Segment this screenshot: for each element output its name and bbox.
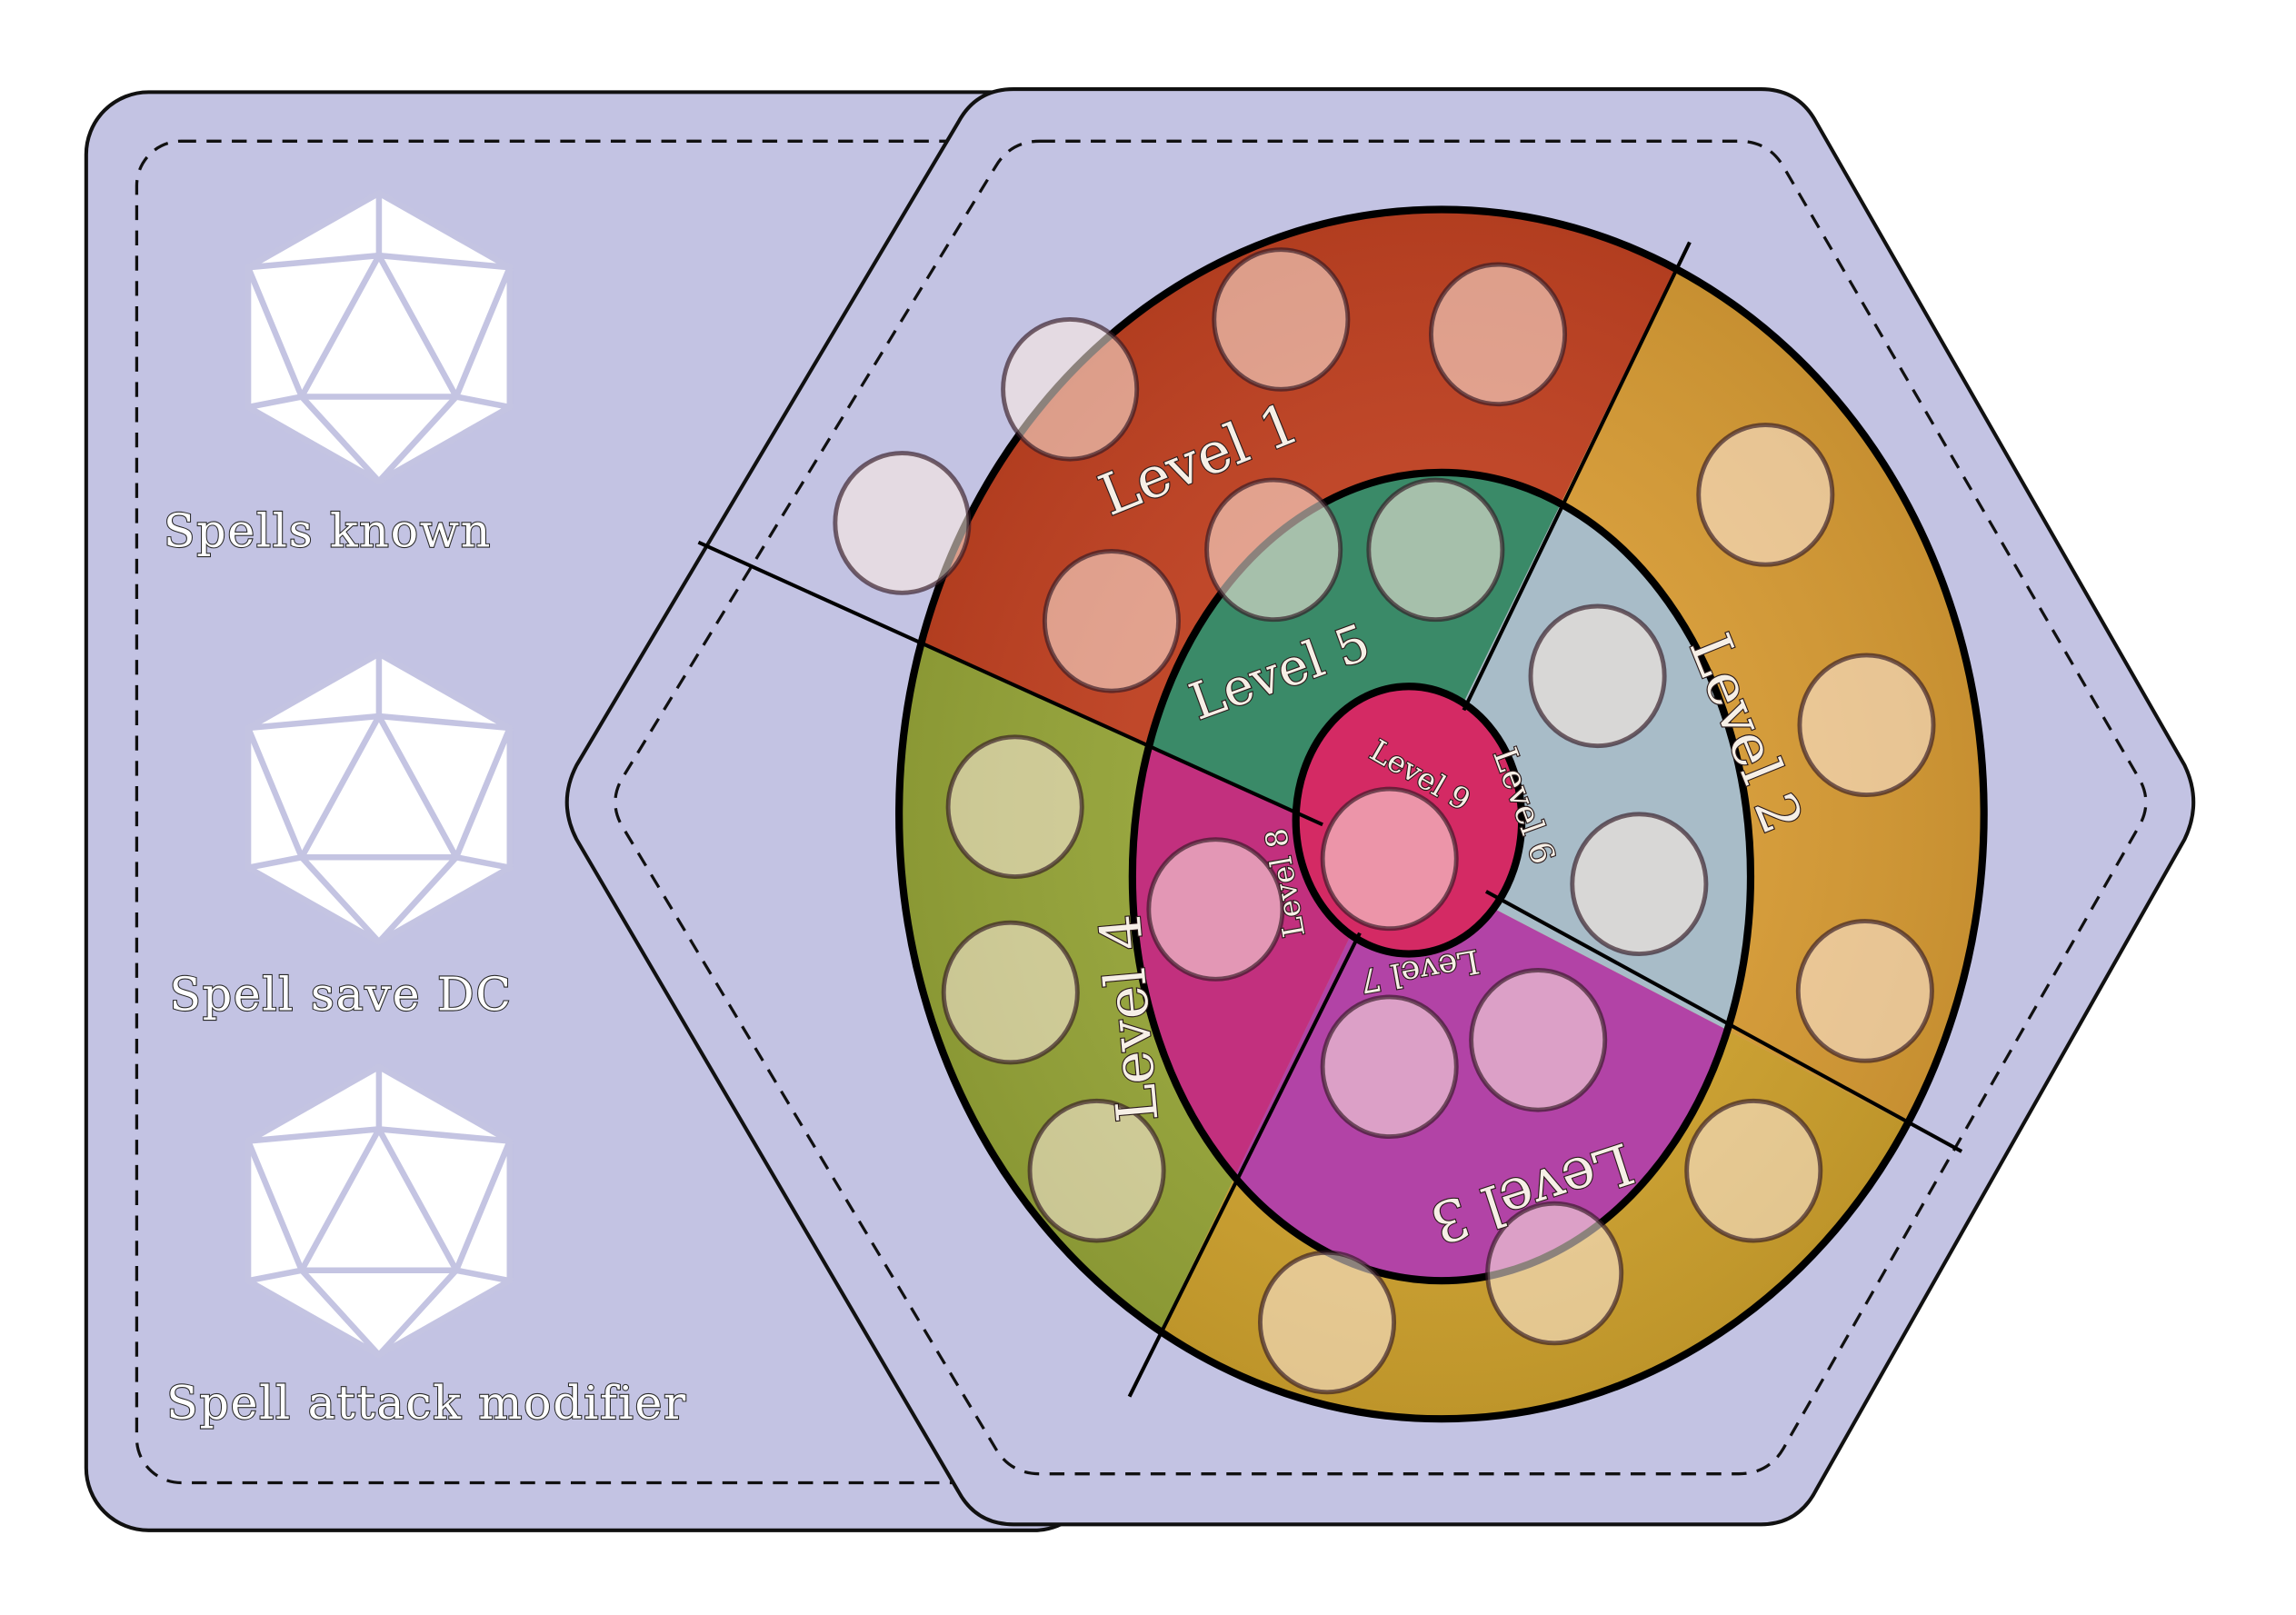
divider-line [1484,890,1963,1153]
level-4-spell-slot[interactable] [1027,1098,1166,1243]
level-3-spell-slot[interactable] [1684,1098,1823,1243]
d20-icon [245,190,514,484]
level-7-spell-slot[interactable] [1320,994,1459,1140]
level-8-spell-slot[interactable] [1146,837,1285,982]
level-4-spell-slot[interactable] [941,920,1080,1065]
level-8-section [1132,563,1390,1281]
divider-line [1462,241,1692,712]
stat-label: Spell attack modifier [166,1376,687,1430]
level-7-section [1132,853,1751,1281]
level-5-spell-slot[interactable] [1042,549,1181,693]
stat-spell-save-dc: Spell save DC [168,651,514,1022]
level-9-spell-slot[interactable] [1320,786,1459,932]
level-6-spell-slot[interactable] [1570,812,1709,956]
d20-icon [245,1063,514,1359]
level-2-spell-slot[interactable] [1797,653,1936,798]
level-5-spell-slot[interactable] [1204,477,1343,623]
divider-line [697,540,1323,827]
level-3-spell-slot[interactable] [1485,1201,1624,1346]
d20-icon [245,651,514,945]
stat-label: Spells known [164,504,492,558]
divider-line [1127,932,1362,1398]
level-1-spell-slot[interactable] [1001,317,1140,462]
level-1-spell-slot[interactable] [833,451,972,595]
level-4-spell-slot[interactable] [945,734,1084,879]
level-7-spell-slot[interactable] [1469,968,1608,1112]
level-2-spell-slot[interactable] [1696,423,1835,567]
stat-spell-attack-modifier: Spell attack modifier [165,1063,687,1431]
level-2-spell-slot[interactable] [1795,919,1934,1063]
stat-spells-known: Spells known [163,190,514,559]
level-5-spell-slot[interactable] [1366,477,1505,623]
level-3-spell-slot[interactable] [1257,1250,1397,1395]
level-1-spell-slot[interactable] [1429,262,1568,407]
spell-slot-wheel: Level 1 Level 2 Level 3 Level 4 Level 5 … [697,205,1988,1423]
level-1-spell-slot[interactable] [1212,247,1351,392]
stat-label: Spell save DC [169,968,512,1022]
level-6-spell-slot[interactable] [1528,603,1667,749]
